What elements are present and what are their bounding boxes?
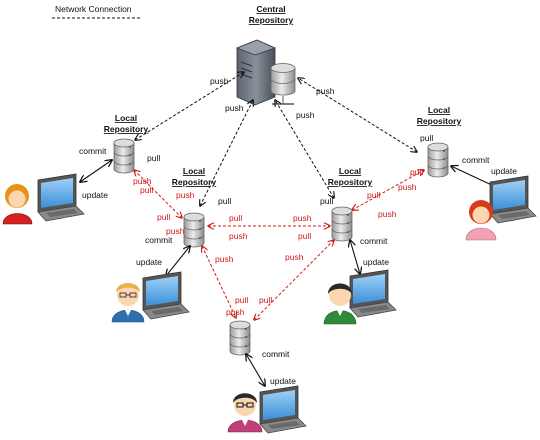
- label-commit: commit: [262, 349, 290, 359]
- label-pull: pull: [320, 196, 333, 206]
- link-repo1-laptop: [80, 160, 112, 182]
- link-central-repo4: [298, 78, 417, 152]
- label-push: push: [296, 110, 315, 120]
- label-push: push: [176, 190, 195, 200]
- label-push: push: [215, 254, 234, 264]
- link-repo3-repo4: [352, 170, 424, 210]
- repo-disk-4: [427, 142, 449, 178]
- label-push: push: [378, 209, 397, 219]
- label-commit: commit: [462, 155, 490, 165]
- label-update: update: [363, 257, 389, 267]
- legend-label: Network Connection: [55, 4, 132, 14]
- link-repo1-repo2: [134, 170, 182, 218]
- link-repo5-laptop: [246, 354, 265, 386]
- label-pull: pull: [298, 231, 311, 241]
- man-user-icon: [323, 283, 357, 325]
- label-update: update: [136, 257, 162, 267]
- label-push: push: [285, 252, 304, 262]
- label-pull: pull: [140, 185, 153, 195]
- laptop-icon-4: [489, 175, 537, 224]
- link-central-repo1: [135, 72, 244, 140]
- label-push: push: [229, 231, 248, 241]
- label-pull: pull: [367, 190, 380, 200]
- label-update: update: [82, 190, 108, 200]
- label-pull: pull: [147, 153, 160, 163]
- repo2-title-line1: Local: [183, 166, 205, 176]
- woman-user-icon: [465, 200, 497, 241]
- central-title-line2: Repository: [249, 15, 294, 25]
- laptop-icon-5: [259, 385, 307, 434]
- label-push: push: [226, 307, 245, 317]
- label-pull: pull: [259, 295, 272, 305]
- label-commit: commit: [145, 235, 173, 245]
- repo-disk-2: [183, 212, 205, 248]
- link-central-repo2: [200, 100, 253, 206]
- repo-disk-1: [113, 138, 135, 174]
- central-title-line1: Central: [256, 4, 285, 14]
- label-pull: pull: [410, 167, 423, 177]
- repo4-title-line2: Repository: [417, 116, 462, 126]
- repo3-title-line1: Local: [339, 166, 361, 176]
- label-push: push: [293, 213, 312, 223]
- link-repo2-repo5: [202, 246, 236, 318]
- repo-disk-5: [229, 320, 251, 356]
- repo3-title-line2: Repository: [328, 177, 373, 187]
- laptop-icon-2: [142, 271, 190, 320]
- label-push: push: [225, 103, 244, 113]
- repo1-title-line2: Repository: [104, 124, 149, 134]
- repo1-title-line1: Local: [115, 113, 137, 123]
- label-push: push: [133, 176, 152, 186]
- label-pull: pull: [218, 196, 231, 206]
- woman-user-icon: [2, 184, 33, 225]
- label-push: push: [398, 182, 417, 192]
- label-pull: pull: [157, 212, 170, 222]
- link-repo2-laptop: [166, 246, 190, 276]
- laptop-icon-1: [37, 173, 85, 222]
- man-glasses-user-icon: [111, 283, 145, 323]
- label-commit: commit: [79, 146, 107, 156]
- repo-disk-3: [331, 206, 353, 242]
- label-update: update: [270, 376, 296, 386]
- label-update: update: [491, 166, 517, 176]
- label-commit: commit: [360, 236, 388, 246]
- label-pull: pull: [420, 133, 433, 143]
- link-repo3-repo5: [254, 240, 334, 320]
- repo2-title-line2: Repository: [172, 177, 217, 187]
- server-icon: [235, 39, 296, 106]
- label-push: push: [316, 86, 335, 96]
- label-pull: pull: [235, 295, 248, 305]
- repo4-title-line1: Local: [428, 105, 450, 115]
- label-push: push: [210, 76, 229, 86]
- label-pull: pull: [229, 213, 242, 223]
- man-glasses-user-icon: [227, 393, 263, 433]
- laptop-icon-3: [349, 269, 397, 318]
- label-push: push: [166, 226, 185, 236]
- link-repo3-laptop: [350, 240, 360, 274]
